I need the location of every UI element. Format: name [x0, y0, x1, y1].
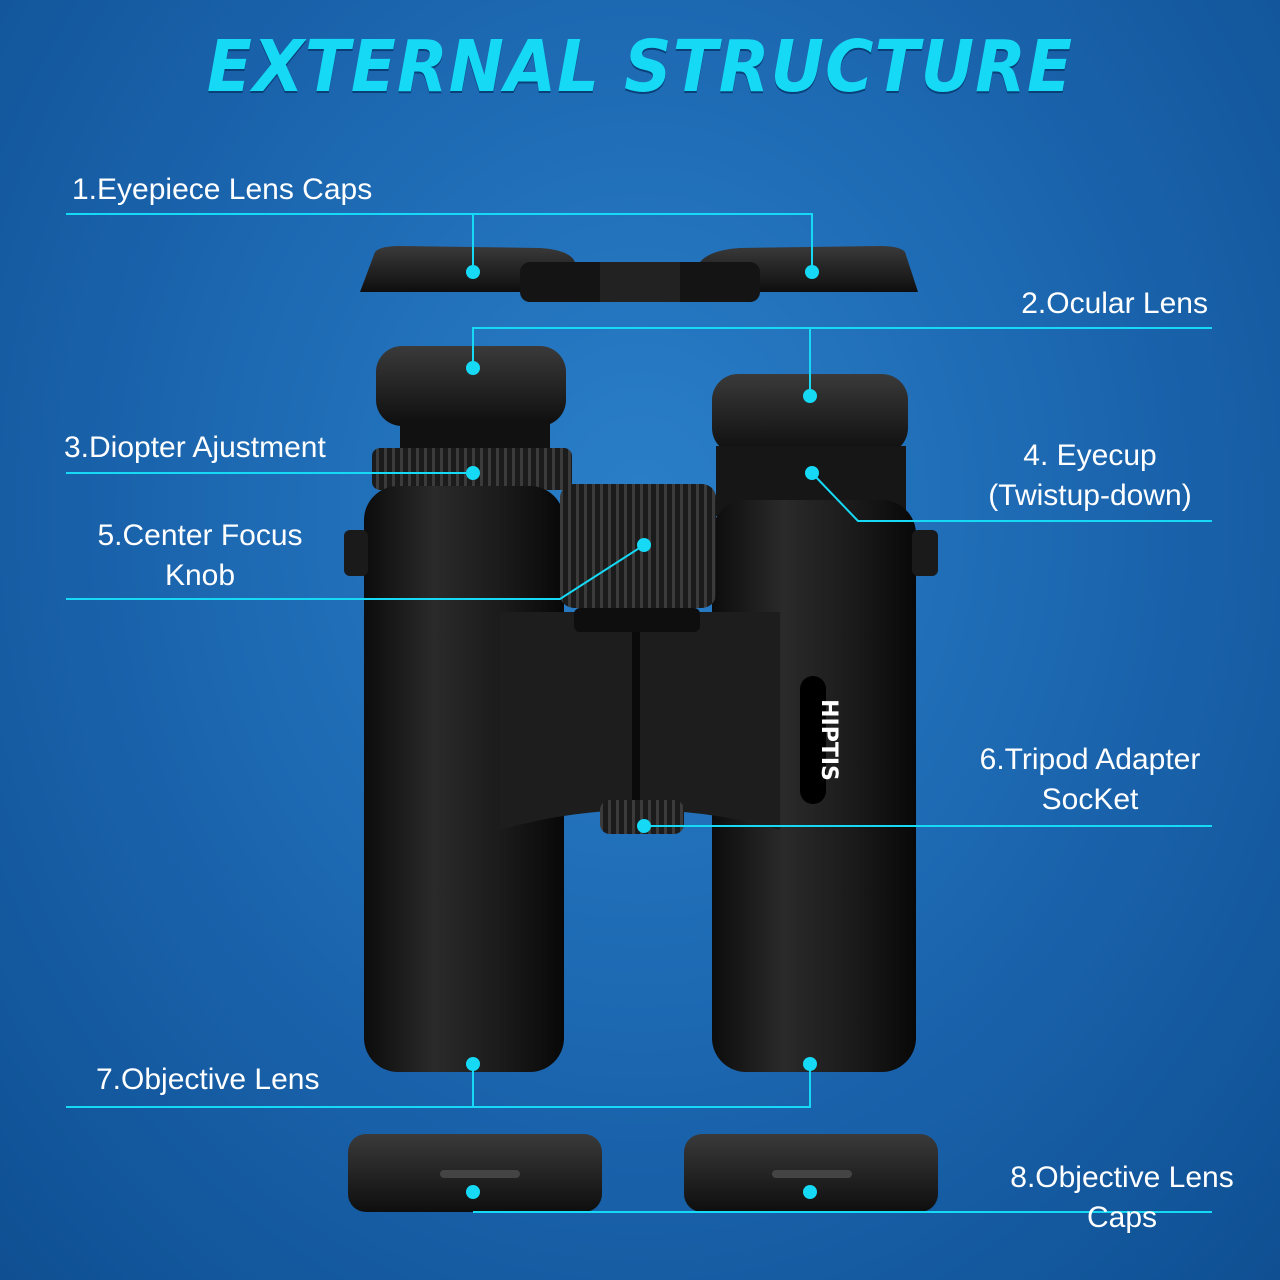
objective-lens-caps	[348, 1134, 938, 1212]
left-eyecup	[376, 346, 566, 450]
label-tripod-line2: SocKet	[1041, 783, 1139, 816]
label-tripod-line1: 6.Tripod Adapter	[979, 743, 1201, 776]
leader-dots	[466, 265, 819, 1199]
label-ocular-lens: 2.Ocular Lens	[1021, 287, 1208, 320]
label-focus-line1: 5.Center Focus	[97, 519, 303, 552]
binocular-body	[344, 486, 938, 1072]
label-eyecup-line2: (Twistup-down)	[988, 479, 1192, 512]
center-focus-knob	[560, 484, 716, 632]
label-objective-lens-caps: 8.Objective Lens Caps	[990, 1158, 1254, 1238]
label-diopter-adjustment: 3.Diopter Ajustment	[64, 431, 326, 464]
label-focus-line2: Knob	[164, 559, 236, 592]
label-eyecup: 4. Eyecup (Twistup-down)	[960, 436, 1220, 516]
page-title: EXTERNAL STRUCTURE	[206, 24, 1074, 109]
label-center-focus-knob: 5.Center Focus Knob	[70, 516, 330, 596]
label-objective-lens: 7.Objective Lens	[96, 1063, 320, 1096]
label-objective-caps-line2: Caps	[1086, 1201, 1158, 1234]
label-tripod-adapter-socket: 6.Tripod Adapter SocKet	[950, 740, 1230, 820]
leader-lines	[66, 213, 1212, 1213]
brand-logo: HIPTIS	[816, 699, 841, 781]
label-eyecup-line1: 4. Eyecup	[1023, 439, 1157, 472]
eyepiece-lens-caps	[360, 246, 918, 302]
label-objective-caps-line1: 8.Objective Lens	[1010, 1161, 1234, 1194]
label-eyepiece-lens-caps: 1.Eyepiece Lens Caps	[72, 173, 373, 206]
